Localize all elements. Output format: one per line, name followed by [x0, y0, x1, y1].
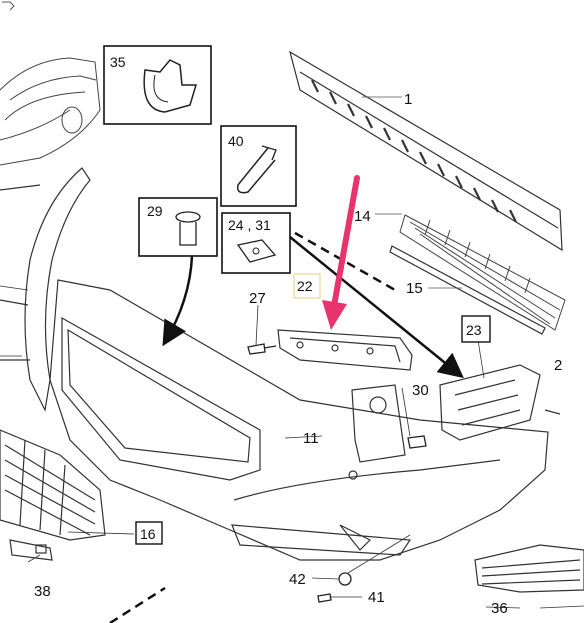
label-2: 2 — [554, 357, 562, 374]
part-38-bracket — [9, 539, 53, 561]
label-40: 40 — [228, 133, 244, 149]
label-36: 36 — [491, 600, 508, 617]
dashed-guides — [109, 231, 396, 623]
label-38: 38 — [34, 583, 51, 600]
corner-icon — [2, 1, 15, 11]
label-23: 23 — [466, 322, 482, 338]
label-41: 41 — [368, 589, 385, 606]
label-27: 27 — [249, 290, 266, 307]
label-30: 30 — [412, 382, 429, 399]
label-14: 14 — [354, 208, 371, 225]
leader-lines — [0, 285, 584, 609]
accent-arrow — [322, 175, 360, 330]
part-23-bracket — [439, 364, 561, 441]
part-22-bracket — [277, 329, 413, 371]
part-36-lower-grille — [474, 544, 584, 593]
part-15-trim-strip — [389, 245, 546, 335]
label-16: 16 — [140, 526, 156, 542]
part-30-bolt — [407, 435, 427, 449]
part-41-screw — [317, 593, 332, 603]
label-box-23 — [461, 315, 491, 343]
highlight-box-22 — [293, 273, 321, 299]
part-24-31-box — [221, 212, 291, 274]
part-16-side-grille — [0, 429, 106, 541]
part-35-box — [103, 45, 212, 125]
pointer-arrows — [162, 236, 464, 379]
label-box-16 — [135, 521, 163, 545]
label-15: 15 — [406, 280, 423, 297]
part-29-box — [138, 197, 218, 257]
front-bumper-cover — [49, 279, 549, 561]
label-1: 1 — [404, 91, 412, 108]
car-thumbnail — [0, 57, 101, 166]
label-22: 22 — [297, 278, 313, 294]
part-11-bracket — [351, 384, 406, 463]
part-40-box — [220, 125, 297, 207]
label-11: 11 — [303, 430, 319, 447]
part-42-nut — [338, 572, 352, 586]
part-1-energy-absorber — [289, 50, 563, 252]
label-29: 29 — [147, 203, 163, 219]
label-35: 35 — [110, 54, 126, 70]
label-42: 42 — [289, 571, 306, 588]
part-27-screw — [247, 343, 277, 355]
part-14-lower-grille — [375, 213, 566, 331]
label-24-31: 24 , 31 — [228, 217, 271, 233]
bumper-side-section — [0, 167, 91, 412]
